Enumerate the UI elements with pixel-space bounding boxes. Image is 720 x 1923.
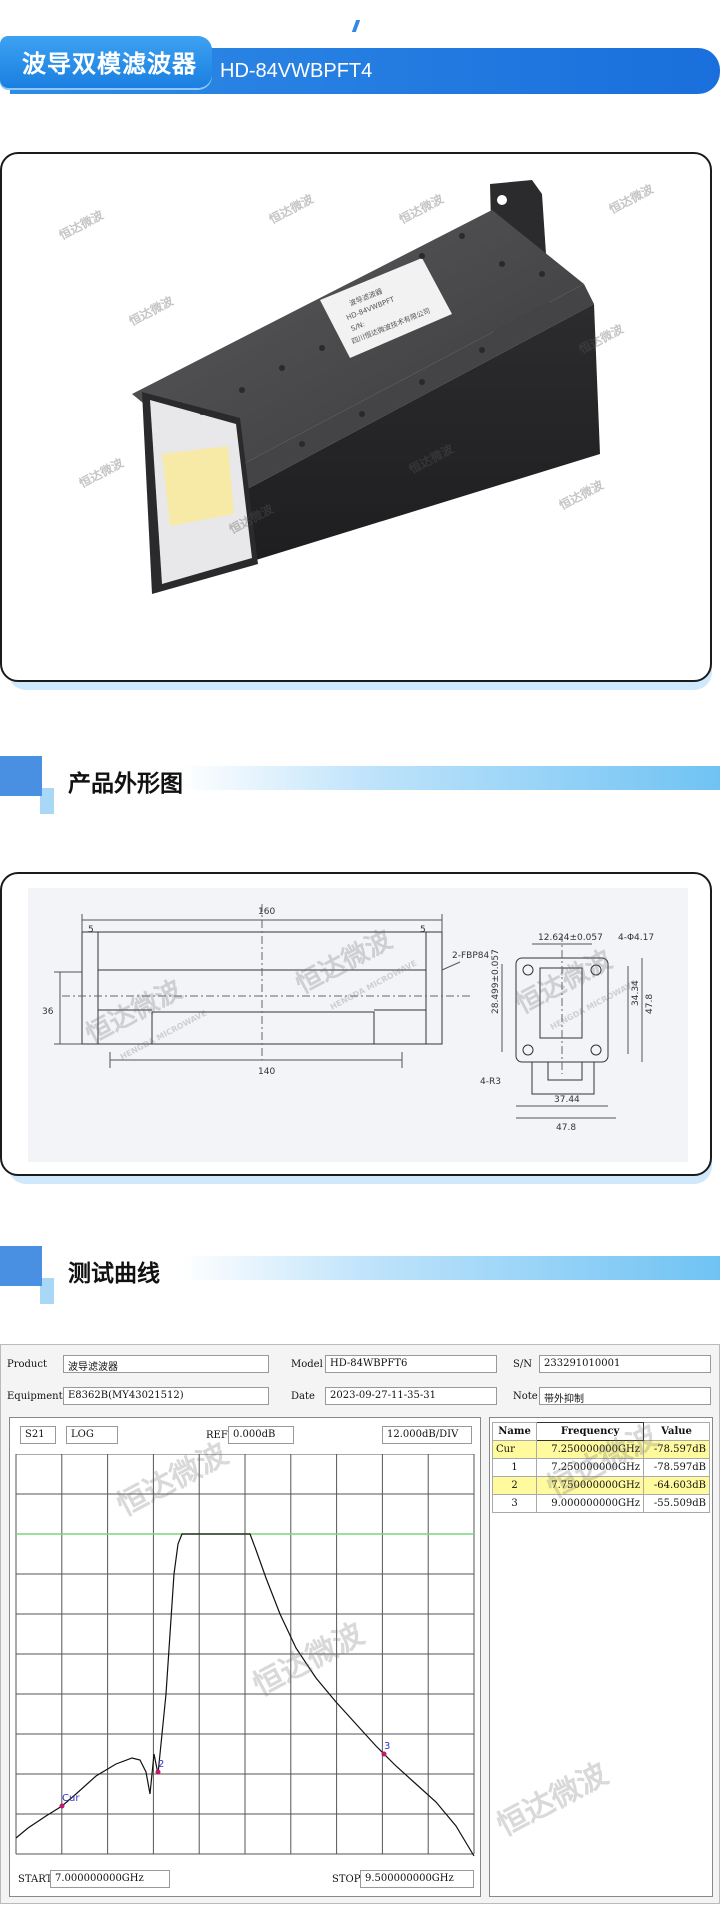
marker-panel: Name Frequency Value Cur 7.250000000GHz … <box>489 1417 713 1897</box>
marker-freq: 7.750000000GHz <box>536 1476 645 1495</box>
photo-watermark: 恒达微波 <box>556 476 606 512</box>
marker-table: Name Frequency Value Cur 7.250000000GHz … <box>491 1422 710 1513</box>
ref-field: 0.000dB <box>228 1426 294 1444</box>
dim-small-left: 5 <box>88 925 94 935</box>
marker-name: Cur <box>491 1440 538 1459</box>
header-accent-mark <box>351 20 361 32</box>
marker-value: -78.597dB <box>643 1458 710 1477</box>
trace-line <box>15 1533 475 1857</box>
marker-point <box>381 1751 387 1757</box>
photo-watermark: 恒达微波 <box>76 454 126 490</box>
marker-value: -64.603dB <box>643 1476 710 1495</box>
note-field: 带外抑制 <box>539 1387 711 1405</box>
equipment-field: E8362B(MY43021512) <box>63 1387 269 1405</box>
section-accent-light <box>40 1278 54 1304</box>
dim-small-right: 5 <box>420 925 426 935</box>
sn-field: 233291010001 <box>539 1355 711 1373</box>
dim-length-top: 160 <box>258 907 275 917</box>
section-underline <box>180 1256 720 1280</box>
product-photo: 波导滤波器 HD-84VWBPFT S/N: 四川恒达微波技术有限公司 恒达微波… <box>56 180 657 594</box>
stop-label: STOP <box>332 1874 361 1885</box>
equipment-label: Equipment <box>7 1391 63 1402</box>
marker-name: 2 <box>491 1476 538 1495</box>
test-report: Product 波导滤波器 Model HD-84WBPFT6 S/N 2332… <box>0 1344 720 1904</box>
photo-watermark: 恒达微波 <box>396 190 446 226</box>
product-photo-frame: 波导滤波器 HD-84VWBPFT S/N: 四川恒达微波技术有限公司 恒达微波… <box>0 152 712 682</box>
product-label: Product <box>7 1359 47 1370</box>
marker-tag: 3 <box>384 1741 390 1752</box>
section-accent-light <box>40 788 54 814</box>
date-label: Date <box>291 1391 315 1402</box>
dim-bottom-w2: 47.8 <box>556 1123 576 1133</box>
format-field: LOG <box>66 1426 118 1444</box>
photo-watermark: 恒达微波 <box>56 206 106 242</box>
col-frequency: Frequency <box>536 1422 645 1441</box>
ref-label: REF <box>206 1430 228 1441</box>
dim-slot-w: 12.624±0.057 <box>538 933 603 943</box>
note-label: Note <box>513 1391 538 1402</box>
section-underline <box>180 766 720 790</box>
page-title: 波导双模滤波器 <box>22 50 197 78</box>
dim-radius: 4-R3 <box>480 1077 501 1087</box>
header-title-tab <box>0 36 212 88</box>
marker-value: -78.597dB <box>643 1440 710 1459</box>
scale-field: 12.000dB/DIV <box>382 1426 472 1444</box>
section-title-curve: 测试曲线 <box>68 1261 160 1287</box>
dim-flange: 2-FBP84 <box>452 951 489 961</box>
photo-watermark: 恒达微波 <box>266 190 316 226</box>
section-title-outline: 产品外形图 <box>68 771 183 797</box>
product-field: 波导滤波器 <box>63 1355 269 1373</box>
dim-bottom-w1: 37.44 <box>554 1095 580 1105</box>
marker-name: 3 <box>491 1494 538 1513</box>
sn-label: S/N <box>513 1359 532 1370</box>
date-field: 2023-09-27-11-35-31 <box>325 1387 497 1405</box>
marker-freq: 7.250000000GHz <box>536 1440 645 1459</box>
photo-watermark: 恒达微波 <box>606 180 656 216</box>
col-value: Value <box>643 1422 710 1441</box>
start-label: START <box>18 1874 53 1885</box>
model-number: HD-84VWBPFT4 <box>220 60 373 82</box>
marker-point <box>155 1769 161 1775</box>
marker-row: Cur 7.250000000GHz -78.597dB <box>491 1440 710 1459</box>
outline-drawing: 160 5 5 140 36 2-FBP84 12.624±0.057 4-Φ4… <box>28 888 688 1162</box>
photo-watermark: 恒达微波 <box>126 292 176 328</box>
s21-plot: Cur 2 3 <box>15 1454 475 1857</box>
plot-panel: S21 LOG REF 0.000dB 12.000dB/DIV Cur 2 3 S… <box>9 1417 481 1897</box>
start-field: 7.000000000GHz <box>50 1870 170 1888</box>
model-label: Model <box>291 1359 323 1370</box>
dim-slot-h: 28.499±0.057 <box>491 949 501 1014</box>
dim-length-bottom: 140 <box>258 1067 275 1077</box>
marker-tag: Cur <box>62 1793 80 1804</box>
marker-tag: 2 <box>158 1759 164 1770</box>
section-accent <box>0 1246 42 1286</box>
marker-row: 2 7.750000000GHz -64.603dB <box>491 1476 710 1495</box>
trace-field: S21 <box>20 1426 56 1444</box>
model-field: HD-84WBPFT6 <box>325 1355 497 1373</box>
dim-inner-h: 34.34 <box>631 980 641 1006</box>
outline-drawing-frame: 160 5 5 140 36 2-FBP84 12.624±0.057 4-Φ4… <box>0 872 712 1176</box>
marker-name: 1 <box>491 1458 538 1477</box>
section-accent <box>0 756 42 796</box>
dim-outer-h: 47.8 <box>645 994 655 1014</box>
dim-holes: 4-Φ4.17 <box>618 933 654 943</box>
marker-value: -55.509dB <box>643 1494 710 1513</box>
marker-row: 3 9.000000000GHz -55.509dB <box>491 1494 710 1513</box>
dim-height: 36 <box>42 1007 54 1017</box>
stop-field: 9.500000000GHz <box>360 1870 474 1888</box>
col-name: Name <box>491 1422 538 1441</box>
marker-table-header: Name Frequency Value <box>491 1422 710 1441</box>
marker-point <box>59 1803 65 1809</box>
